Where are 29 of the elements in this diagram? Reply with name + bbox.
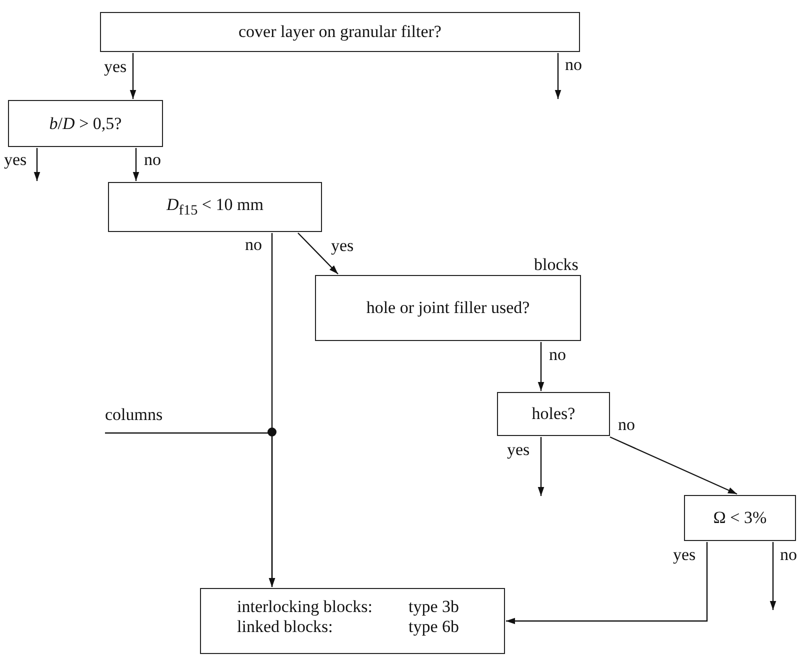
arrow <box>770 542 776 610</box>
arrow <box>132 148 140 181</box>
box-text: b/D > 0,5? <box>49 114 122 134</box>
arrow <box>554 53 562 99</box>
arrow <box>130 53 136 99</box>
decision-box <box>108 182 322 232</box>
box-text: type 6b <box>408 617 460 638</box>
flow-label: columns <box>105 405 163 425</box>
arrow <box>538 342 544 391</box>
decision-box <box>315 275 581 341</box>
box-text: D$_{f15}$ < 10 mm <box>166 194 264 220</box>
box-text: holes? <box>532 404 576 424</box>
arrow <box>610 436 738 495</box>
decision-box <box>497 392 610 436</box>
arrow <box>105 432 276 587</box>
box-text: Ω < 3% <box>713 508 767 528</box>
arrow <box>34 148 40 181</box>
arrow <box>538 437 544 496</box>
arrow <box>298 232 338 274</box>
arrow <box>506 542 708 624</box>
decision-box <box>8 100 163 147</box>
box-text: linked blocks: <box>237 617 334 638</box>
box-text: cover layer on granular filter? <box>238 22 442 42</box>
box-text: hole or joint filler used? <box>366 298 530 318</box>
box-text: type 3b <box>408 597 460 618</box>
decision-box <box>100 12 580 52</box>
decision-box <box>200 588 505 654</box>
box-text: interlocking blocks: <box>237 597 373 618</box>
decision-box <box>684 495 796 541</box>
